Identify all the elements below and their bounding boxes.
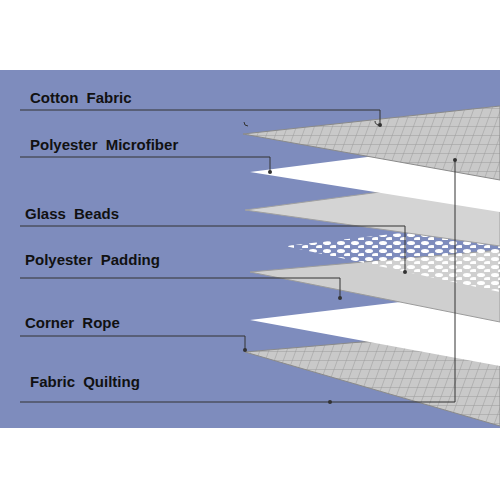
label-cotton: Cotton Fabric (30, 89, 132, 107)
leader-lines (20, 110, 455, 402)
cotton-layer (243, 106, 500, 180)
label-microfiber: Polyester Microfiber (30, 136, 178, 154)
label-rope: Corner Rope (25, 314, 120, 332)
leader-dots (243, 123, 457, 404)
label-quilting: Fabric Quilting (30, 373, 140, 391)
label-beads: Glass Beads (25, 205, 119, 223)
label-padding: Polyester Padding (25, 251, 160, 269)
